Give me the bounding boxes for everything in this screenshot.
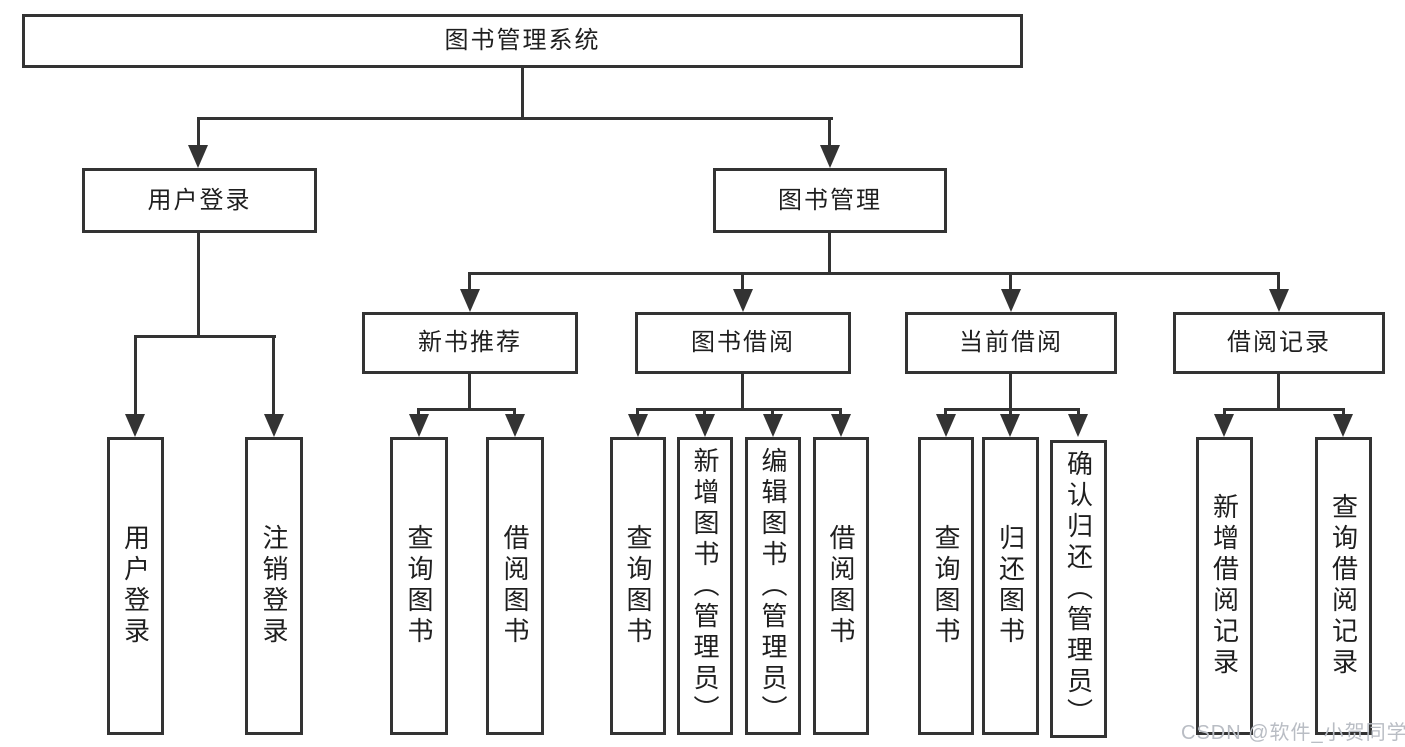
connector-drop-bookmgmt	[828, 117, 831, 147]
node-current-borrow-label: 当前借阅	[959, 329, 1063, 356]
leaf-borrow-book-1-label: 借阅图书	[500, 524, 530, 648]
arrow-down-icon	[820, 145, 840, 168]
node-borrow-records: 借阅记录	[1173, 312, 1385, 374]
leaf-borrow-book-2-label: 借阅图书	[826, 524, 856, 648]
node-book-management-label: 图书管理	[778, 186, 882, 214]
arrow-down-icon	[628, 414, 648, 437]
arrow-down-icon	[1001, 289, 1021, 312]
csdn-watermark: CSDN @软件_小贺同学	[1181, 722, 1405, 744]
connector-login-stem	[197, 233, 200, 337]
connector-drop	[636, 408, 639, 417]
connector-bookmgmt-stem	[828, 233, 831, 274]
leaf-return-book-label: 归还图书	[995, 524, 1026, 648]
leaf-user-login-label: 用户登录	[120, 524, 151, 648]
leaf-user-login: 用户登录	[107, 437, 164, 735]
connector-drop	[1077, 408, 1080, 417]
node-book-borrow: 图书借阅	[635, 312, 851, 374]
leaf-query-book-3: 查询图书	[918, 437, 974, 735]
node-book-borrow-label: 图书借阅	[691, 329, 795, 356]
leaf-add-book-admin-label: 新增图书（管理员）	[690, 446, 720, 726]
leaf-add-book-admin: 新增图书（管理员）	[677, 437, 733, 735]
connector-drop-login-leaf1	[134, 335, 137, 416]
connector-drop-login	[197, 117, 200, 147]
node-root: 图书管理系统	[22, 14, 1023, 68]
leaf-confirm-return-admin-label: 确认归还（管理员）	[1063, 449, 1094, 729]
arrow-down-icon	[1214, 414, 1234, 437]
node-user-login: 用户登录	[82, 168, 317, 233]
connector-recommend-branch	[417, 408, 516, 411]
arrow-down-icon	[125, 414, 145, 437]
connector-drop-recommend	[468, 272, 471, 291]
connector-root-branch	[197, 117, 833, 120]
arrow-down-icon	[409, 414, 429, 437]
node-new-book-recommend-label: 新书推荐	[418, 329, 522, 356]
leaf-return-book: 归还图书	[982, 437, 1039, 735]
node-new-book-recommend: 新书推荐	[362, 312, 578, 374]
connector-drop	[771, 408, 774, 417]
arrow-down-icon	[264, 414, 284, 437]
leaf-query-book-1: 查询图书	[390, 437, 448, 735]
connector-drop	[703, 408, 706, 417]
connector-drop-records	[1277, 272, 1280, 291]
connector-drop	[944, 408, 947, 417]
connector-records-stem	[1277, 374, 1280, 411]
arrow-down-icon	[188, 145, 208, 168]
connector-recommend-stem	[468, 374, 471, 411]
arrow-down-icon	[733, 289, 753, 312]
leaf-query-book-3-label: 查询图书	[931, 524, 961, 648]
leaf-add-borrow-record: 新增借阅记录	[1196, 437, 1253, 735]
leaf-logout-label: 注销登录	[259, 524, 289, 648]
connector-login-branch	[134, 335, 276, 338]
leaf-borrow-book-1: 借阅图书	[486, 437, 544, 735]
leaf-edit-book-admin: 编辑图书（管理员）	[745, 437, 801, 735]
connector-drop	[417, 408, 420, 417]
node-book-management: 图书管理	[713, 168, 947, 233]
arrow-down-icon	[695, 414, 715, 437]
arrow-down-icon	[1000, 414, 1020, 437]
connector-records-branch	[1223, 408, 1345, 411]
arrow-down-icon	[1269, 289, 1289, 312]
leaf-edit-book-admin-label: 编辑图书（管理员）	[758, 446, 788, 726]
connector-drop	[1009, 408, 1012, 417]
leaf-query-borrow-record: 查询借阅记录	[1315, 437, 1372, 735]
node-borrow-records-label: 借阅记录	[1227, 329, 1331, 356]
connector-borrow-branch	[636, 408, 842, 411]
connector-borrow-stem	[741, 374, 744, 411]
connector-drop	[1223, 408, 1226, 417]
connector-level3-branch	[468, 272, 1280, 275]
connector-current-branch	[944, 408, 1080, 411]
connector-current-stem	[1009, 374, 1012, 411]
node-root-label: 图书管理系统	[444, 27, 601, 54]
connector-drop-current	[1009, 272, 1012, 291]
connector-drop-login-leaf2	[272, 335, 275, 416]
leaf-logout: 注销登录	[245, 437, 303, 735]
connector-drop	[839, 408, 842, 417]
leaf-borrow-book-2: 借阅图书	[813, 437, 869, 735]
arrow-down-icon	[763, 414, 783, 437]
leaf-query-book-2-label: 查询图书	[623, 524, 653, 648]
arrow-down-icon	[1068, 414, 1088, 437]
connector-drop	[1342, 408, 1345, 417]
leaf-query-borrow-record-label: 查询借阅记录	[1328, 493, 1359, 679]
arrow-down-icon	[460, 289, 480, 312]
connector-drop	[513, 408, 516, 417]
connector-root-stem	[521, 68, 524, 117]
arrow-down-icon	[831, 414, 851, 437]
arrow-down-icon	[505, 414, 525, 437]
node-current-borrow: 当前借阅	[905, 312, 1117, 374]
arrow-down-icon	[1333, 414, 1353, 437]
leaf-query-book-1-label: 查询图书	[404, 524, 434, 648]
leaf-confirm-return-admin: 确认归还（管理员）	[1050, 440, 1107, 738]
leaf-add-borrow-record-label: 新增借阅记录	[1209, 493, 1240, 679]
leaf-query-book-2: 查询图书	[610, 437, 666, 735]
arrow-down-icon	[936, 414, 956, 437]
node-user-login-label: 用户登录	[147, 186, 252, 214]
connector-drop-borrow	[741, 272, 744, 291]
